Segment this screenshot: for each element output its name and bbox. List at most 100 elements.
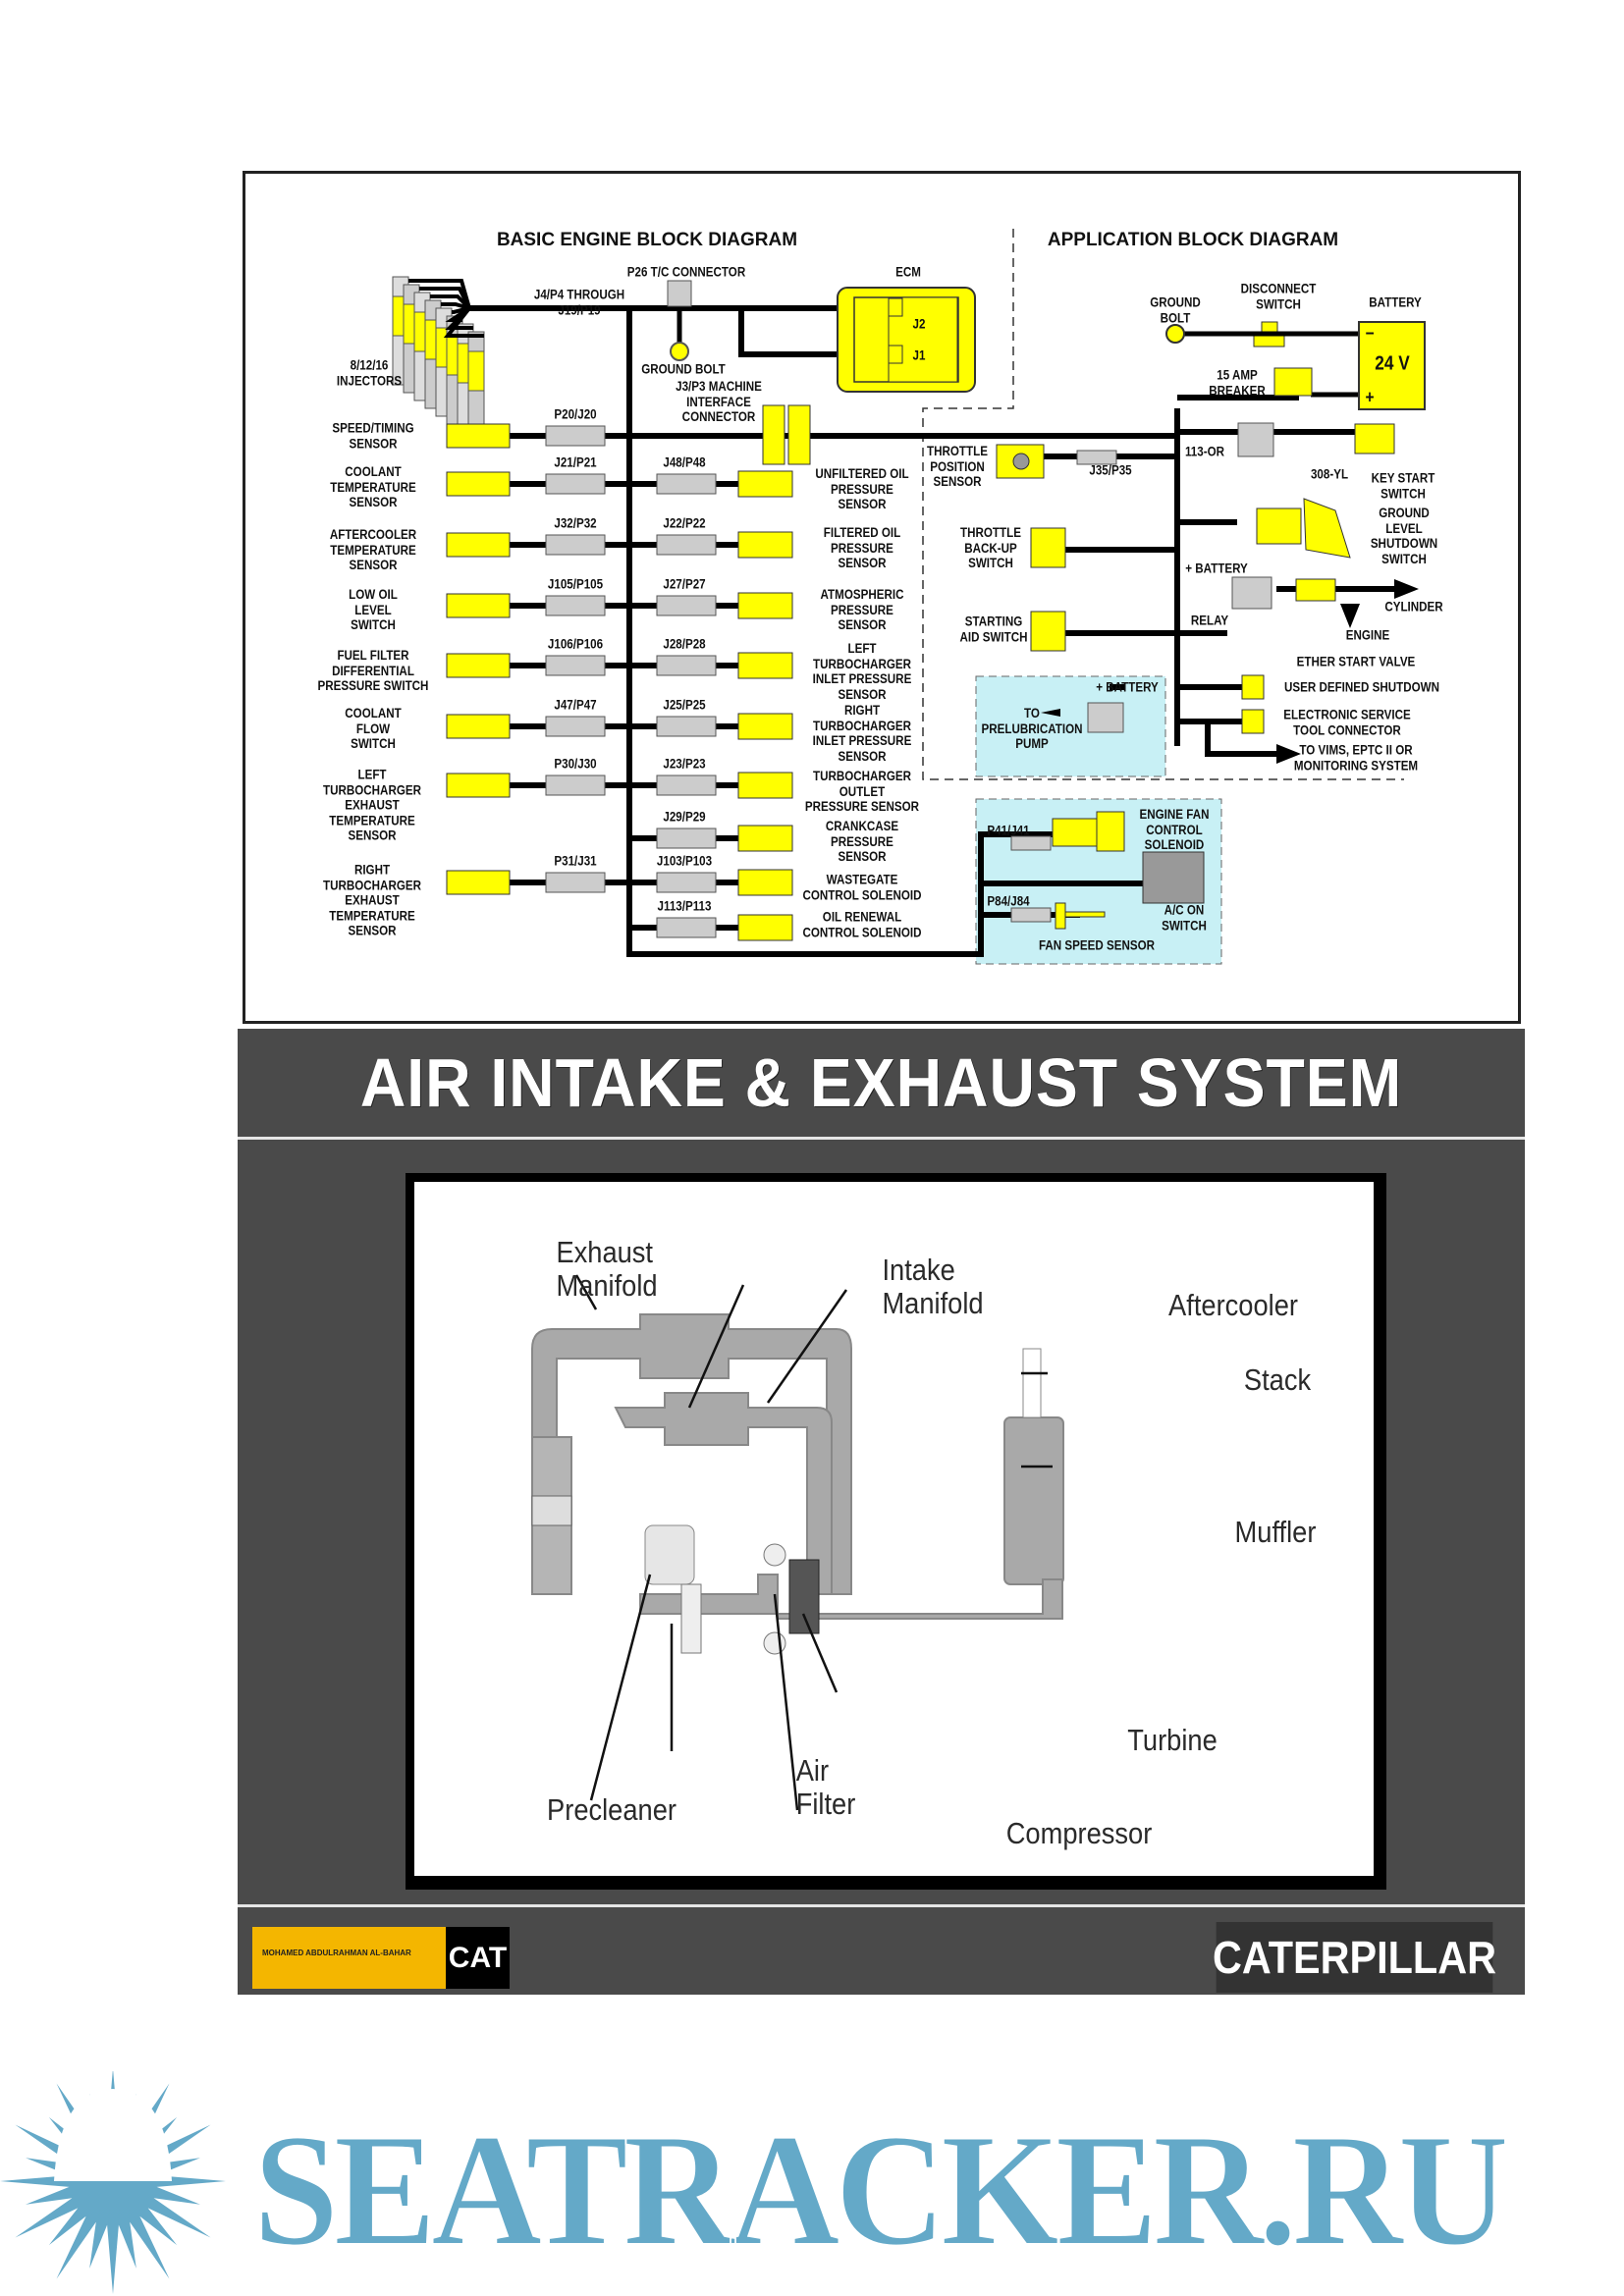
left-connector-graphic [545,774,606,796]
left-component-label: SPEED/TIMING SENSOR [332,420,414,452]
relay-label: RELAY [1190,613,1229,628]
watermark-text: SEATRACKER.RU [252,2102,1510,2279]
injectors-graphic [392,276,485,441]
left-connector-label: P31/J31 [554,853,597,869]
right-component-label: UNFILTERED OIL PRESSURE SENSOR [815,465,909,511]
fan-speed-label: FAN SPEED SENSOR [1038,937,1156,953]
left-connector-label: J32/P32 [554,515,597,531]
throttle-position-label: THROTTLE POSITION SENSOR [927,443,988,489]
wiring-graphics [392,229,1426,965]
p84-label: P84/J84 [987,893,1030,909]
fan-speed-sensor-graphic [1055,902,1066,930]
left-connector-label: J105/P105 [547,576,604,592]
left-connector-graphic [545,872,606,893]
left-sensor-graphic [446,423,511,449]
disconnect-switch-label: DISCONNECT SWITCH [1240,281,1317,312]
left-connector-label: J106/P106 [547,636,604,652]
ac-switch-graphic [1142,851,1205,904]
turbine-label: Turbine [1127,1723,1218,1757]
left-sensor-graphic [446,593,511,618]
right-component-label: LEFT TURBOCHARGER INLET PRESSURE SENSOR [812,641,912,702]
ether-relay [1231,576,1272,610]
left-connector-label: J47/P47 [554,697,597,713]
left-sensor-graphic [446,653,511,678]
left-component-label: FUEL FILTER DIFFERENTIAL PRESSURE SWITCH [317,647,429,693]
right-connector-label: J27/P27 [663,576,706,592]
right-connector-label: J28/P28 [663,636,706,652]
est-connector [1241,709,1265,734]
app-ground-bolt-label: GROUND BOLT [1150,294,1201,326]
right-connector-graphic [656,917,717,938]
battery-voltage: 24 V [1375,352,1410,375]
right-sensor-graphic [737,869,793,896]
battery-plus: + [1365,387,1375,407]
section-divider [922,229,1404,780]
basic-diagram-title: BASIC ENGINE BLOCK DIAGRAM [496,230,798,250]
breaker-graphic [1273,367,1313,397]
engine-schematic [531,1274,1064,1811]
right-component-label: TURBOCHARGER OUTLET PRESSURE SENSOR [804,768,920,814]
throttle-backup-label: THROTTLE BACK-UP SWITCH [960,524,1021,570]
ecm-j2-label: J2 [912,316,926,332]
right-connector-graphic [656,716,717,737]
prelub-relay [1087,702,1124,733]
wire-308-label: 308-YL [1310,466,1349,482]
ground-level-graphic [1256,507,1302,545]
right-sensor-graphic [737,772,793,799]
right-connector-label: J25/P25 [663,697,706,713]
left-component-label: LEFT TURBOCHARGER EXHAUST TEMPERATURE SE… [323,767,421,843]
ground-bolt-label: GROUND BOLT [641,361,726,377]
caterpillar-logo: CATERPILLAR [1213,1922,1496,1993]
injectors-label: 8/12/16 INJECTORS [336,357,403,389]
sun-logo-icon [0,2071,226,2294]
throttle-position-graphic [996,444,1045,479]
user-shutdown-connector [1241,674,1265,700]
j3-label: J3/P3 MACHINE INTERFACE CONNECTOR [676,378,762,424]
right-connector-graphic [656,774,717,796]
est-label: ELECTRONIC SERVICE TOOL CONNECTOR [1283,707,1411,738]
right-sensor-graphic [737,592,793,619]
left-sensor-graphic [446,532,511,558]
cylinder-label: CYLINDER [1384,599,1443,614]
cat-logo: CAT [446,1927,510,1989]
prelub-option-box [975,675,1166,777]
intake-manifold-label: Intake Manifold [882,1253,984,1320]
right-sensor-graphic [737,825,793,852]
left-connector-graphic [545,534,606,556]
slide: AIR INTAKE & EXHAUST SYSTEM [238,1029,1525,1995]
p41-label: P41/J41 [987,823,1030,838]
app-ground-bolt [1165,324,1185,344]
right-connector-graphic [656,473,717,495]
prelub-label: TO PRELUBRICATION PUMP [981,705,1083,751]
left-component-label: COOLANT FLOW SWITCH [345,705,402,751]
aftercooler-label: Aftercooler [1168,1288,1298,1322]
ecm-module [837,287,976,393]
ground-level-label: GROUND LEVEL SHUTDOWN SWITCH [1370,506,1438,566]
left-component-label: COOLANT TEMPERATURE SENSOR [330,463,416,509]
prelub-battery-label: + BATTERY [1096,679,1159,695]
title-separator [238,1137,1525,1140]
block-diagram-frame [243,171,1521,1024]
left-component-label: LOW OIL LEVEL SWITCH [349,586,398,632]
system-illustration-frame: Exhaust Manifold Intake Manifold Afterco… [406,1173,1386,1890]
ether-label: ETHER START VALVE [1296,654,1416,669]
right-connector-label: J48/P48 [663,454,706,470]
battery-minus: − [1365,323,1375,344]
j35-label: J35/P35 [1089,462,1132,478]
ecm-j1-label: J1 [912,347,926,363]
right-sensor-graphic [737,914,793,941]
left-connector-graphic [545,595,606,616]
right-sensor-graphic [737,531,793,559]
right-connector-label: J23/P23 [663,756,706,772]
compressor-label: Compressor [1005,1816,1153,1850]
stack-label: Stack [1243,1362,1312,1397]
user-shutdown-label: USER DEFINED SHUTDOWN [1283,679,1440,695]
dealer-logo-text: MOHAMED ABDULRAHMAN AL-BAHAR [262,1949,411,1957]
right-sensor-graphic [737,652,793,679]
key-start-label: KEY START SWITCH [1371,470,1435,502]
left-component-label: AFTERCOOLER TEMPERATURE SENSOR [329,526,417,572]
j3-interface-connector [762,404,811,465]
system-illustration: Exhaust Manifold Intake Manifold Afterco… [414,1182,1374,1876]
left-connector-graphic [545,425,606,447]
right-connector-graphic [656,872,717,893]
